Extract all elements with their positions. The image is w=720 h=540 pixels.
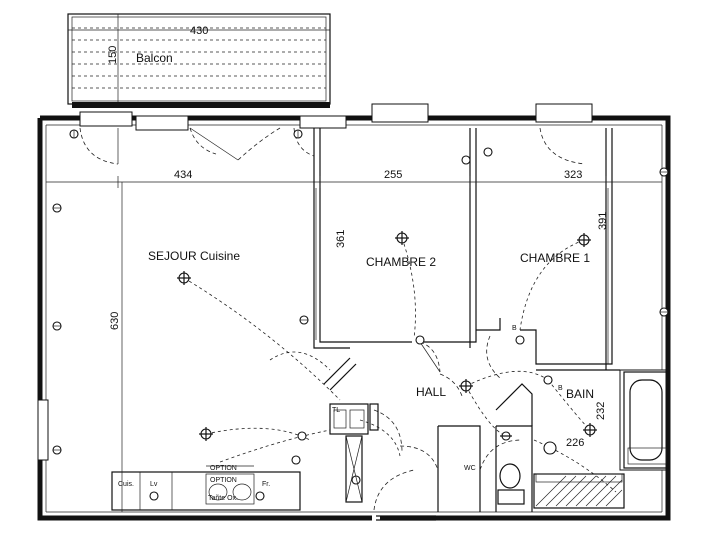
socket-icon xyxy=(52,203,62,213)
dimension-labels: 430 150 434 630 255 361 323 391 226 232 xyxy=(107,25,609,449)
window-left xyxy=(37,399,49,461)
kitchen-counter: OPTION OPTION Cuis. Lv Fr. Tañte Ox. xyxy=(111,465,301,511)
chambre2-depth-dim: 361 xyxy=(335,230,347,248)
closet xyxy=(345,435,363,503)
ceiling-light-icon xyxy=(459,379,473,393)
dimension-lines xyxy=(46,176,662,512)
sejour-width-dim: 434 xyxy=(174,169,192,181)
room-label-chambre1: CHAMBRE 1 xyxy=(520,251,590,265)
bath-cabinet xyxy=(533,473,625,509)
ceiling-light-icon xyxy=(199,427,213,441)
ceiling-light-icon xyxy=(500,431,512,441)
socket-icon xyxy=(543,375,553,385)
room-labels: Balcon SEJOUR Cuisine CHAMBRE 2 CHAMBRE … xyxy=(136,51,594,472)
kitchen-lv-label: Lv xyxy=(150,481,158,488)
kitchen-fr-label: Fr. xyxy=(262,481,270,488)
socket-icon xyxy=(293,129,303,139)
electrical-outlets xyxy=(52,129,669,501)
bathtub xyxy=(623,371,669,469)
window-sejour-3 xyxy=(299,115,347,129)
socket-icon xyxy=(69,129,79,139)
socket-icon xyxy=(299,315,309,325)
socket-icon xyxy=(483,147,493,157)
ceiling-light-icon xyxy=(177,271,191,285)
window-chambre2 xyxy=(371,103,429,123)
bain-depth-dim: 232 xyxy=(595,402,607,420)
symbol-label-b: B xyxy=(512,325,517,332)
balcony-railing xyxy=(72,102,330,108)
interior-walls xyxy=(313,128,620,512)
socket-icon xyxy=(52,321,62,331)
chambre1-depth-dim: 391 xyxy=(597,212,609,230)
windows xyxy=(37,103,667,471)
ceiling-light-icon xyxy=(577,233,591,247)
socket-icon xyxy=(659,307,669,317)
balcony xyxy=(67,13,331,108)
door-swings xyxy=(79,127,586,511)
window-sejour-1 xyxy=(79,111,133,127)
room-label-chambre2: CHAMBRE 2 xyxy=(366,255,436,269)
window-chambre1 xyxy=(535,103,593,123)
bain-width-dim: 226 xyxy=(566,437,584,449)
kitchen-option-label: OPTION xyxy=(210,465,237,472)
room-label-hall: HALL xyxy=(416,385,446,399)
entrance-door xyxy=(376,515,436,521)
ceiling-light-icon xyxy=(395,231,409,245)
balcon-width-dim: 430 xyxy=(190,25,208,37)
chambre2-width-dim: 255 xyxy=(384,169,402,181)
socket-icon xyxy=(461,155,471,165)
room-label-sejour: SEJOUR Cuisine xyxy=(148,249,240,263)
toilet-icon xyxy=(497,463,525,505)
chambre1-width-dim: 323 xyxy=(564,169,582,181)
socket-icon xyxy=(255,491,265,501)
kitchen-cuis-label: Cuis. xyxy=(118,481,134,488)
room-label-bain: BAIN xyxy=(566,387,594,401)
electrical-panel: TL xyxy=(329,403,379,435)
socket-icon xyxy=(291,455,301,465)
socket-icon xyxy=(297,431,307,441)
panel-label: TL xyxy=(332,407,340,414)
balcony-hatching xyxy=(72,27,326,89)
washbasin-icon xyxy=(543,441,557,455)
socket-icon xyxy=(415,335,425,345)
socket-icon xyxy=(515,335,525,345)
kitchen-appliance-label: Tañte Ox. xyxy=(208,495,238,502)
socket-icon xyxy=(659,167,669,177)
sejour-depth-dim: 630 xyxy=(109,312,121,330)
kitchen-option-label-2: OPTION xyxy=(210,477,237,484)
sink xyxy=(205,473,255,505)
symbol-label-b-2: B xyxy=(558,385,563,392)
light-fixtures xyxy=(177,231,597,441)
room-label-balcon: Balcon xyxy=(136,51,173,65)
room-label-wc: WC xyxy=(464,465,476,472)
ceiling-light-icon xyxy=(583,423,597,437)
socket-icon xyxy=(52,445,62,455)
window-sejour-2 xyxy=(135,115,189,131)
socket-icon xyxy=(149,491,159,501)
balcon-depth-dim: 150 xyxy=(107,46,119,64)
